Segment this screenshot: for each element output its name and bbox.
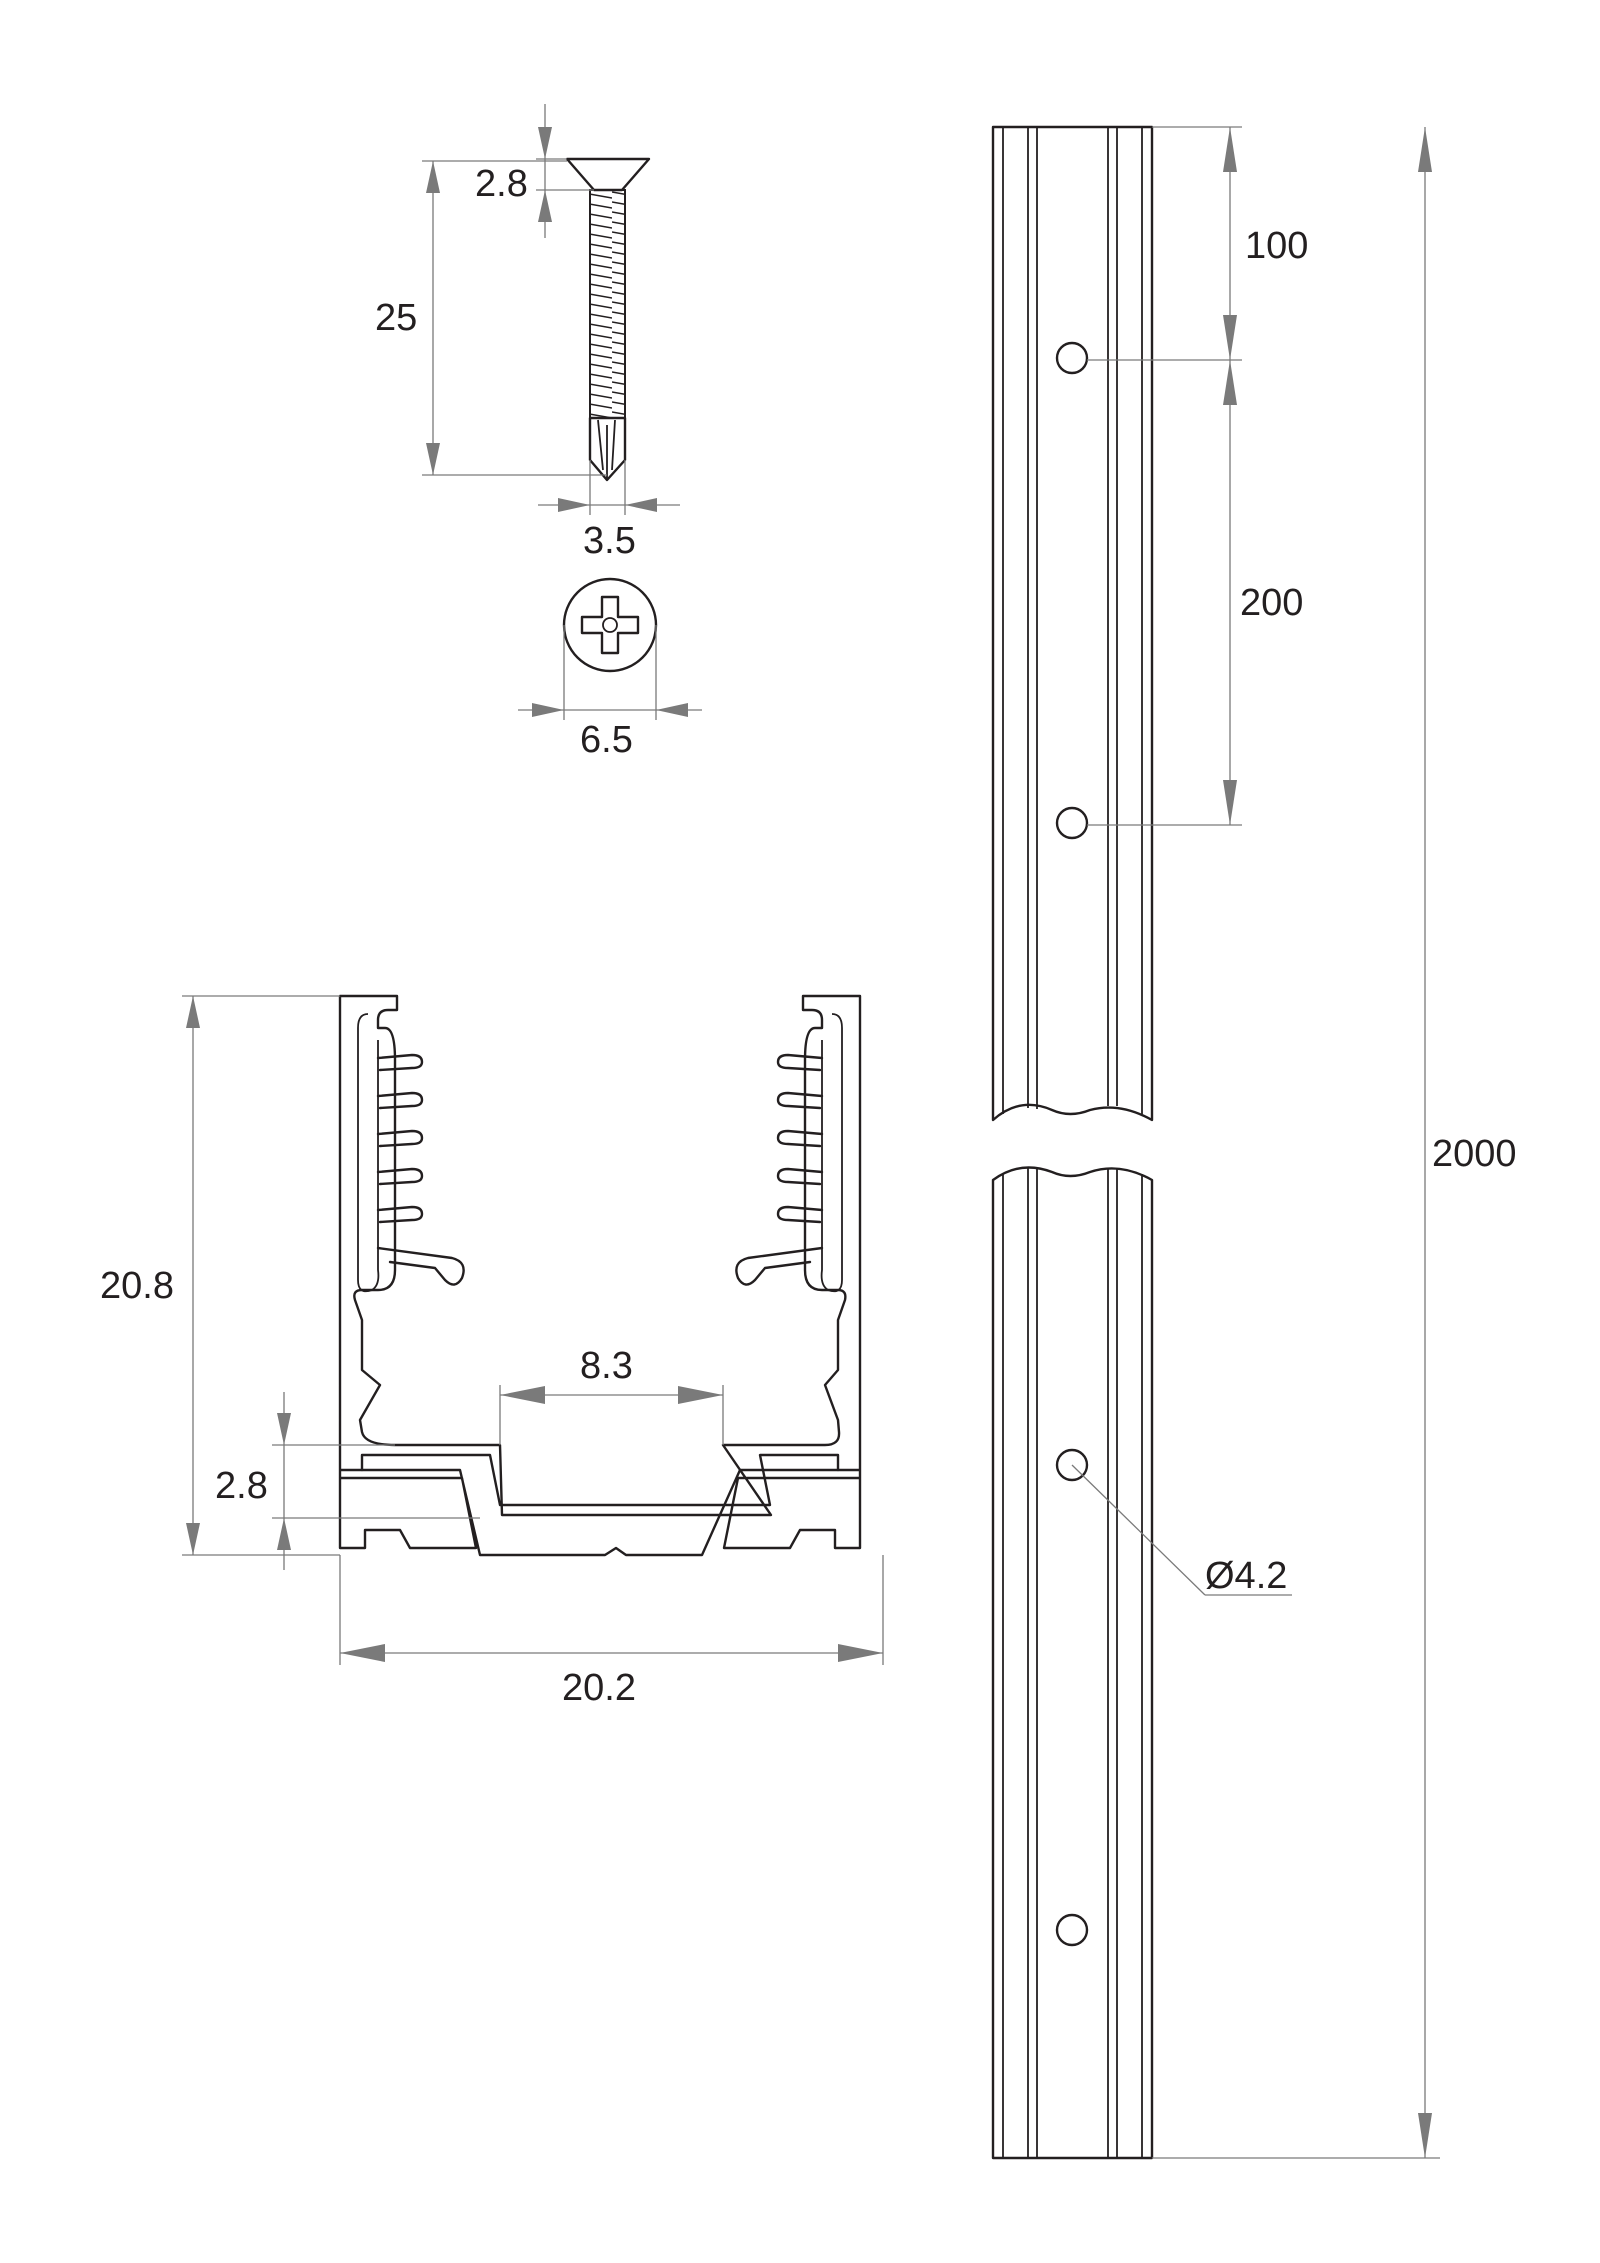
left-fins: [376, 1053, 465, 1286]
screw-length-label: 25: [375, 297, 417, 339]
rail-hole: [1055, 1913, 1089, 1947]
screw-head-diameter-label: 6.5: [580, 719, 633, 761]
rail-length-dimension: 2000: [1152, 127, 1517, 2159]
rail-hole: [1055, 341, 1089, 375]
screw-head-diameter-dimension: 6.5: [518, 625, 702, 761]
rail-length-label: 2000: [1432, 1133, 1517, 1175]
profile-height-label: 20.8: [100, 1265, 174, 1307]
rail-first-hole-label: 100: [1245, 225, 1308, 267]
profile-height-dimension: 20.8: [100, 995, 340, 1556]
profile-channel-width-label: 8.3: [580, 1345, 633, 1387]
screw-length-dimension: 25: [375, 160, 607, 476]
profile-width-dimension: 20.2: [339, 1555, 884, 1709]
screw-side-view: [565, 157, 651, 482]
screw-head-top-view: [562, 577, 658, 673]
profile-base-thickness-label: 2.8: [215, 1465, 268, 1507]
rail-hole-diameter-callout: Ø4.2: [1071, 1464, 1292, 1597]
rail-hole-spacing-label: 200: [1240, 582, 1303, 624]
rail-hole-spacing-dimension: 200: [1087, 360, 1303, 826]
rail-hole-diameter-label: Ø4.2: [1205, 1555, 1287, 1597]
profile-base-thickness-dimension: 2.8: [215, 1392, 480, 1570]
screw-head-height-dimension: 2.8: [475, 104, 594, 238]
screw-shank-diameter-label: 3.5: [583, 520, 636, 562]
rail-hole: [1055, 806, 1089, 840]
profile-width-label: 20.2: [562, 1667, 636, 1709]
profile-channel-width-dimension: 8.3: [499, 1345, 724, 1445]
right-fins: [735, 1053, 824, 1286]
screw-head-height-label: 2.8: [475, 163, 528, 205]
rail-long-view: [991, 125, 1154, 2160]
screw-shank-diameter-dimension: 3.5: [538, 460, 680, 562]
rail-first-hole-dimension: 100: [1087, 126, 1308, 361]
profile-cross-section: [338, 994, 862, 1557]
